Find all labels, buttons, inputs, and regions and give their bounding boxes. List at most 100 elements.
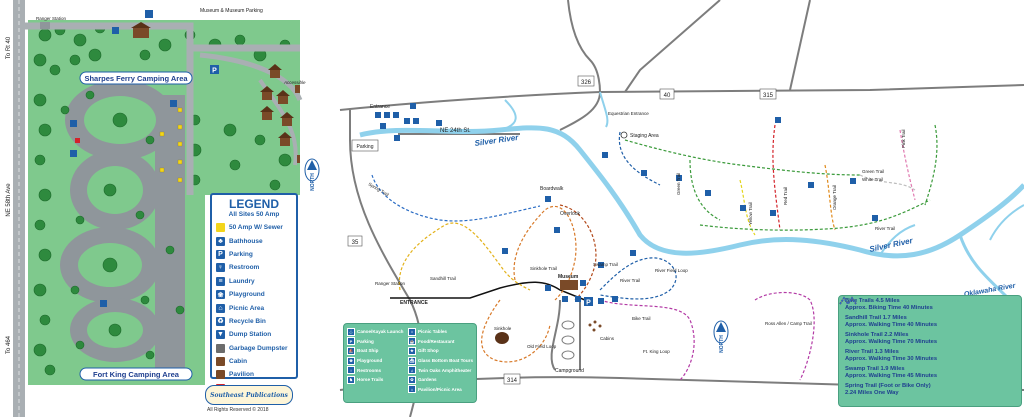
label-cabins: Cabins: [600, 336, 615, 341]
amenity-item: ❀Playground: [347, 356, 408, 366]
restroom-icon: ♀: [216, 263, 225, 273]
amenity-item: ✿Gardens: [407, 375, 473, 385]
legend-item-label: Parking: [229, 250, 253, 258]
label-boardwalk: Boardwalk: [540, 186, 564, 192]
legend-item: P Parking: [212, 248, 296, 261]
label-river-field-loop: River Field Loop: [655, 268, 688, 273]
label-sandhill: Sandhill Trail: [430, 276, 456, 281]
svg-text:P: P: [212, 68, 217, 75]
route-315: 315: [763, 93, 774, 99]
route-326: 326: [581, 80, 592, 86]
amenity-item: ♞Horse Trails: [347, 375, 408, 385]
amenity-icon: ⛴: [407, 356, 416, 365]
amenity-item: ☕Food/Restaurant: [407, 337, 473, 347]
amenity-item: ⛵Boat Ship: [347, 346, 408, 356]
label-parking: Parking: [357, 144, 374, 150]
amenity-item: ⚓Canoe/Kayak Launch: [347, 327, 408, 337]
trail-key-line1: Swamp Trail 1.9 Miles: [845, 366, 905, 372]
label-ranger-station-camp: Ranger Station: [36, 16, 67, 21]
label-entrance-top: Entrance: [370, 104, 390, 110]
label-overlook: Overlook: [560, 211, 581, 217]
dump-station-icon: ▼: [216, 330, 225, 340]
park-map: P: [339, 0, 1024, 417]
route-shields: [347, 75, 777, 385]
laundry-icon: ≡: [216, 276, 225, 286]
trail-key-line1: Sinkhole Trail 2.2 Miles: [845, 332, 909, 338]
amenity-label: Boat Ship: [357, 348, 379, 354]
amenity-icon: ❀: [347, 356, 355, 365]
label-sinkhole: Sinkhole: [494, 326, 512, 331]
label-red-trail: Red Trail: [783, 187, 788, 205]
amenity-item: ★Gift Shop: [407, 346, 473, 356]
area-label-fort-king: Fort King Camping Area: [93, 370, 180, 379]
amenity-icon: ⚓: [347, 327, 355, 336]
amenity-icon: ♀: [347, 366, 355, 375]
legend-item-label: Dump Station: [229, 331, 272, 339]
amenity-icon: ⌂: [407, 327, 416, 336]
label-campground: Campground: [555, 368, 584, 374]
label-silver-river-2: Silver River: [869, 236, 915, 254]
trees: [33, 22, 292, 376]
amenity-item: ⛴Glass Bottom Boat Tours: [407, 356, 473, 366]
trail-key-line1: Spring Trail (Foot or Bike Only): [845, 383, 931, 389]
trail-key-line1: Bike Trails 4.5 Miles: [845, 298, 900, 304]
amenity-label: Gift Shop: [417, 348, 439, 354]
publisher-credit: Southeast Publications All Rights Reserv…: [205, 385, 295, 413]
trail-key-text: Spring Trail (Foot or Bike Only)2.24 Mil…: [845, 383, 931, 396]
road-label-464: To 464: [6, 335, 12, 354]
amenity-item: ⌂Pavilion/Picnic Area: [407, 385, 473, 395]
legend-item: Garbage Dumpster: [212, 342, 296, 355]
amenity-label: Canoe/Kayak Launch: [357, 329, 404, 335]
entrance-road: [390, 281, 586, 301]
label-ft-king-loop: Ft. King Loop: [643, 349, 670, 354]
amenity-icon: ★: [407, 346, 416, 355]
label-ranger-station: Ranger Station: [375, 281, 406, 286]
amenity-label: Twin Oaks Amphitheater: [417, 367, 472, 373]
legend-item-label: Cabin: [229, 358, 248, 366]
amenity-item: ⌂Picnic Tables: [407, 327, 473, 337]
amenity-icon: ♫: [407, 366, 416, 375]
north-label-right: NORTH: [719, 335, 725, 353]
legend-item: ❀Playground: [212, 288, 296, 301]
legend-item-label: Picnic Area: [229, 304, 265, 312]
legend-item: ≡Laundry: [212, 275, 296, 288]
label-equestrian: Equestrian Entrance: [608, 111, 649, 116]
label-green-trail-2: Green Trail: [862, 169, 884, 174]
label-bike-trail: Bike Trail: [632, 316, 651, 321]
route-40: 40: [664, 93, 671, 99]
amenity-item: ♀Restrooms: [347, 365, 408, 375]
cabin-icons: [260, 64, 300, 163]
label-green-trail-1: Green Trail: [676, 173, 681, 195]
amenity-markers: [375, 103, 878, 304]
amenity-label: Restrooms: [357, 367, 381, 373]
road-label-museum: Museum & Museum Parking: [200, 8, 263, 14]
amenity-item: [347, 385, 408, 395]
label-river-trail: River Trail: [620, 278, 640, 283]
label-ross-allen: Ross Allen / Camp Trail: [765, 321, 812, 326]
campground-map: P: [0, 0, 320, 417]
legend-item: Cabin: [212, 355, 296, 368]
campground-loops: [561, 320, 575, 360]
parking-icon: P: [216, 249, 225, 259]
dumpster-icon: [216, 343, 225, 353]
legend-item: ♀Restroom: [212, 261, 296, 274]
label-entrance: ENTRANCE: [400, 300, 428, 306]
pavilion-icon: [216, 370, 225, 380]
legend-subtitle: All Sites 50 Amp: [228, 211, 280, 218]
amenity-icon: ⛵: [347, 346, 355, 355]
trail-key-line2: 2.24 Miles One Way: [845, 389, 899, 396]
trail-key-line2: Approx. Walking Time 40 Minutes: [845, 321, 938, 328]
campground-legend: LEGEND All Sites 50 Amp 50 Amp W/ Sewer♣…: [210, 193, 298, 393]
label-pink-trail: Pink Trail: [901, 129, 906, 148]
legend-item-label: Playground: [229, 291, 265, 299]
campsite-markers: [159, 107, 183, 183]
amenity-label: Pavilion/Picnic Area: [417, 386, 462, 392]
